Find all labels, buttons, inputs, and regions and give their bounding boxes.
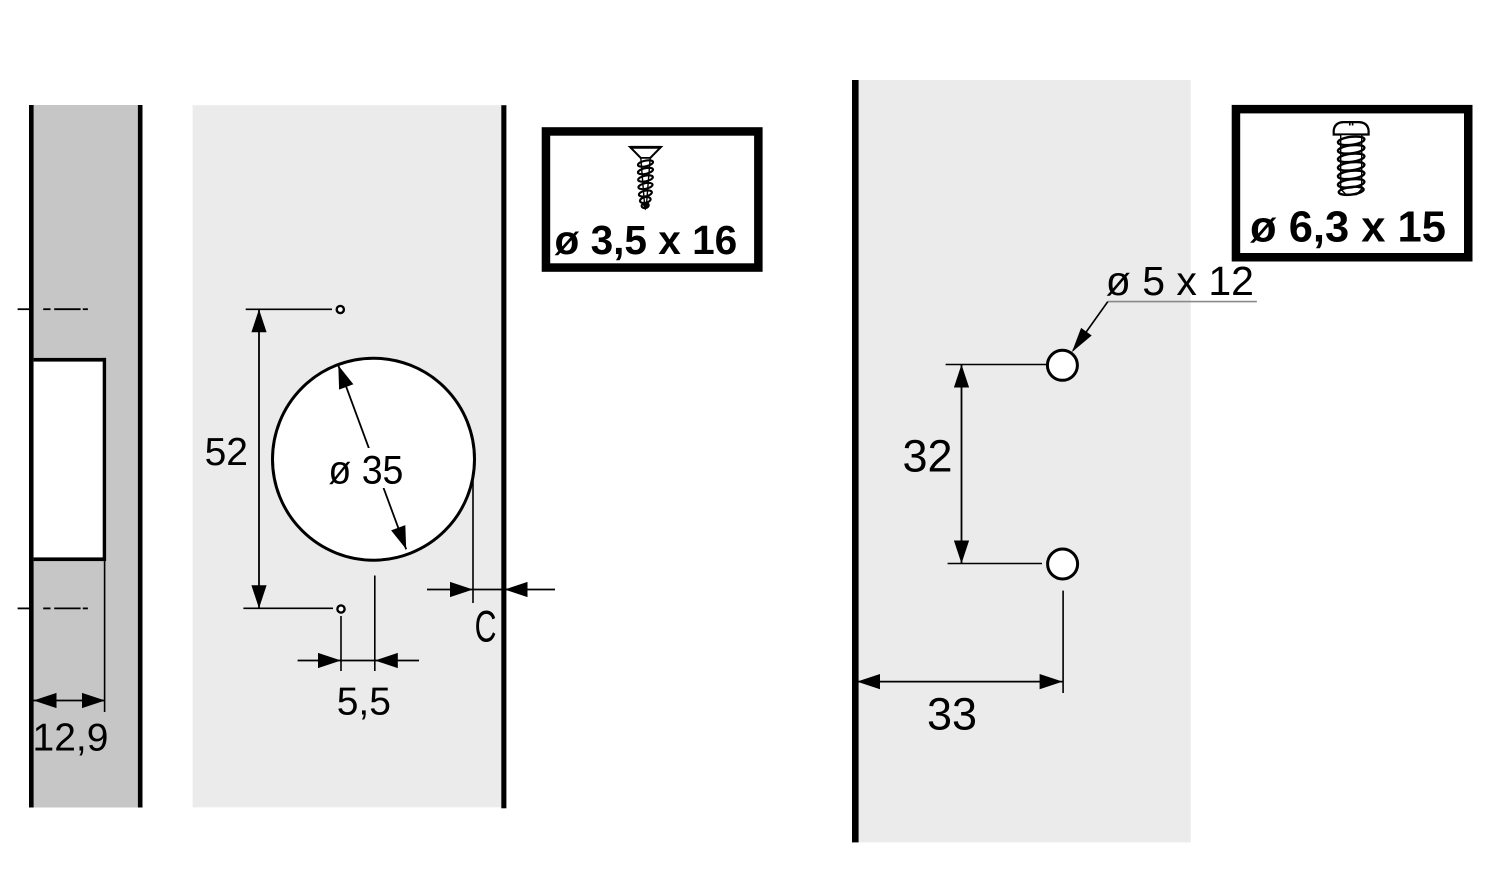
svg-text:52: 52 <box>205 431 248 474</box>
svg-text:12,9: 12,9 <box>33 717 109 760</box>
svg-text:5,5: 5,5 <box>337 681 391 724</box>
svg-text:ø 3,5 x 16: ø 3,5 x 16 <box>555 217 738 263</box>
svg-text:C: C <box>475 603 497 652</box>
svg-text:ø 5 x 12: ø 5 x 12 <box>1106 258 1254 304</box>
svg-text:ø 6,3 x 15: ø 6,3 x 15 <box>1250 203 1446 251</box>
svg-text:ø 35: ø 35 <box>328 449 403 493</box>
svg-text:33: 33 <box>927 689 977 740</box>
svg-text:32: 32 <box>902 431 952 482</box>
